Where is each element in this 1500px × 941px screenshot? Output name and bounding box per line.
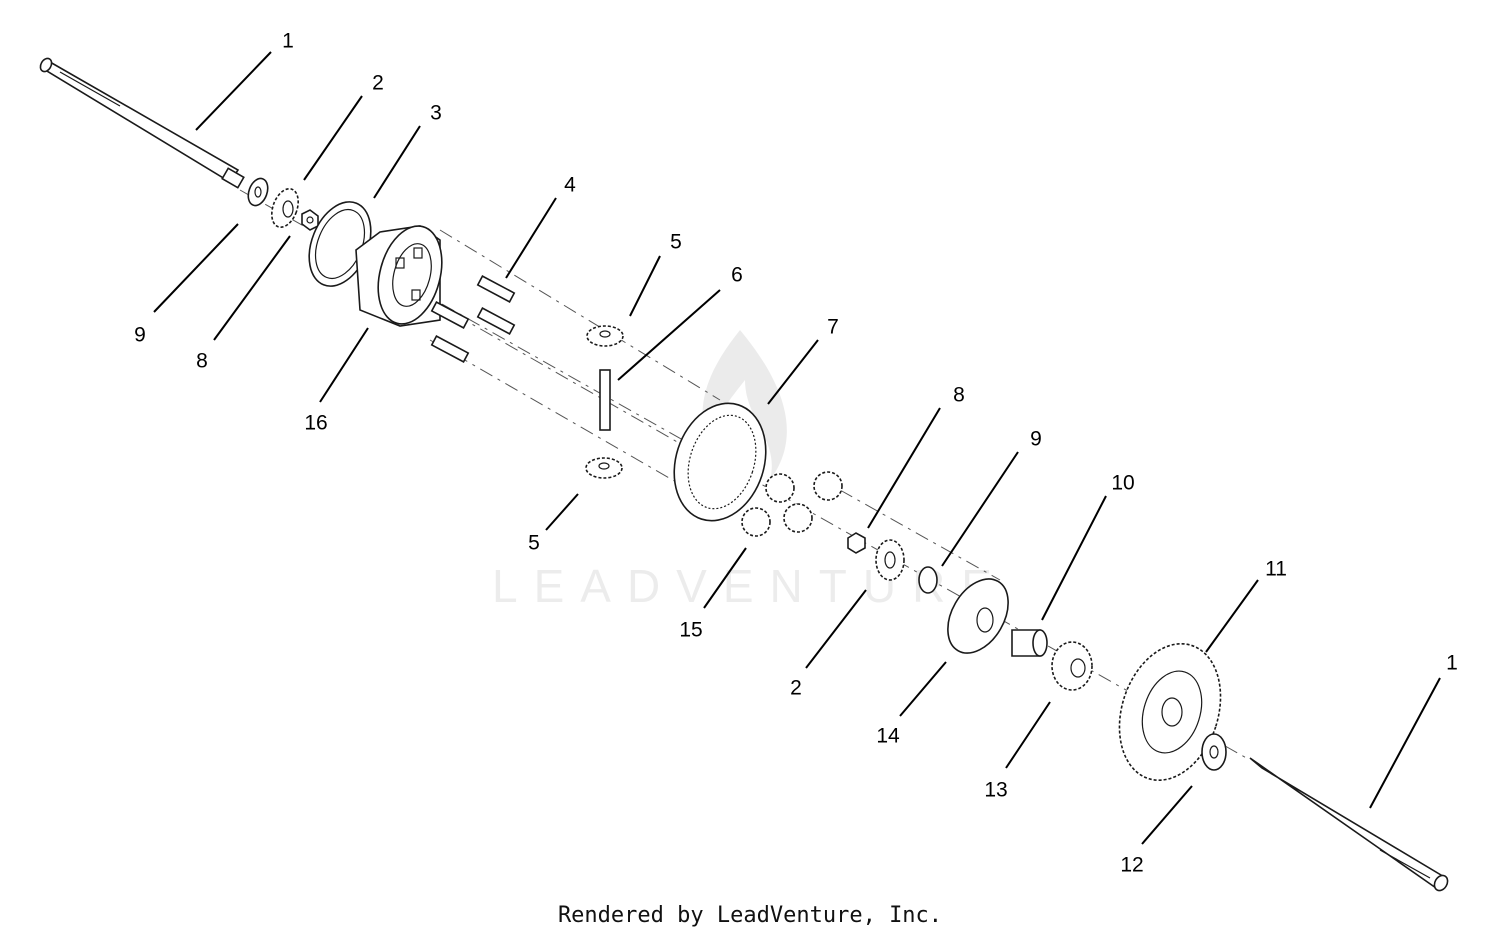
pinion-pins	[430, 275, 516, 363]
washer-12	[1201, 733, 1227, 771]
watermark-text: LEADVENTURE	[492, 560, 1008, 612]
watermark-logo-icon	[702, 330, 787, 480]
callout-9: 9	[134, 324, 146, 347]
callout-8: 8	[196, 350, 208, 373]
callout-11: 11	[1265, 558, 1287, 581]
callout-16: 16	[304, 412, 327, 435]
render-credit: Rendered by LeadVenture, Inc.	[557, 903, 943, 928]
callout-15: 15	[679, 619, 702, 642]
callout-12: 12	[1120, 854, 1143, 877]
bevel-gear-right	[875, 539, 905, 581]
callout-5-lower: 5	[528, 532, 540, 555]
callout-9-right: 9	[1030, 428, 1042, 451]
callout-4: 4	[564, 174, 576, 197]
thrust-washer	[247, 177, 269, 207]
callout-1-right: 1	[1446, 652, 1458, 675]
hex-nut-right	[847, 532, 866, 554]
differential-case	[355, 225, 443, 327]
callout-7: 7	[827, 316, 839, 339]
callout-8-right: 8	[953, 384, 965, 407]
planet-gears	[741, 471, 843, 537]
left-axle-shaft	[39, 57, 245, 189]
spur-gear	[1118, 642, 1222, 782]
callout-10: 10	[1111, 472, 1134, 495]
cross-pin	[599, 369, 611, 431]
ring-gear	[673, 402, 767, 522]
large-washer-right	[947, 578, 1009, 654]
spider-gear-upper	[586, 325, 624, 347]
callout-labels: 1 2 3 9 8 16 4 5 6 7 5 8 9 10 15 2 11 1 …	[134, 30, 1458, 877]
callout-13: 13	[984, 779, 1007, 802]
spider-gear-lower	[585, 457, 623, 479]
callout-2: 2	[372, 72, 384, 95]
callout-3: 3	[430, 102, 442, 125]
callout-5-upper: 5	[670, 231, 682, 254]
drive-pinion	[1051, 641, 1093, 691]
callout-1: 1	[282, 30, 294, 53]
bevel-gear	[271, 187, 299, 229]
hex-nut	[301, 209, 319, 231]
right-axle-shaft	[1249, 757, 1449, 892]
callout-2-right: 2	[790, 677, 802, 700]
thrust-washer-right	[918, 566, 938, 594]
spacer-bushing	[1011, 629, 1048, 657]
callout-14: 14	[876, 725, 900, 748]
leader-lines	[153, 51, 1441, 845]
callout-6: 6	[731, 264, 743, 287]
